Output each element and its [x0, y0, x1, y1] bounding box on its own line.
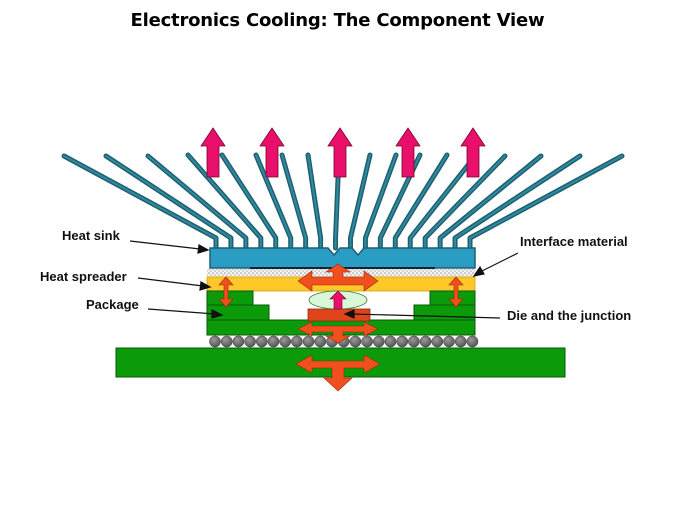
heat-flow-arrow-board	[295, 354, 381, 392]
heat-sink-fin	[334, 154, 340, 249]
leader-interface-material	[479, 252, 519, 273]
solder-ball	[372, 335, 385, 348]
solder-ball	[244, 335, 256, 348]
heat-flow-arrow-package	[297, 321, 379, 344]
heat-sink-fin	[349, 154, 371, 249]
leader-die	[351, 313, 501, 319]
label-interface-material: Interface material	[520, 234, 628, 249]
solder-ball	[396, 335, 409, 348]
heat-sink-fin	[469, 155, 623, 249]
label-heat-spreader: Heat spreader	[40, 269, 127, 284]
heat-flow-arrows	[218, 263, 464, 392]
heat-sink-fin	[394, 154, 448, 249]
solder-ball	[419, 335, 432, 348]
solder-ball	[209, 335, 221, 348]
heat-sink-fin	[379, 154, 421, 249]
solder-ball	[408, 335, 420, 348]
label-heat-sink: Heat sink	[62, 228, 121, 243]
airflow-arrow	[460, 127, 486, 178]
heat-flow-arrow-right	[448, 276, 464, 308]
solder-ball	[279, 335, 292, 348]
solder-ball	[267, 335, 280, 348]
heat-sink-fin	[424, 155, 506, 249]
slide-title: Electronics Cooling: The Component View	[130, 10, 545, 31]
heat-sink-fin	[63, 155, 217, 249]
label-die-and-junction: Die and the junction	[507, 308, 631, 323]
heat-sink-fin	[439, 155, 542, 249]
heat-sink-fin	[147, 155, 247, 249]
solder-ball	[384, 335, 397, 348]
solder-ball	[349, 335, 362, 348]
leader-package	[147, 308, 216, 315]
leader-heat-spreader	[137, 277, 204, 287]
heat-sink-fin	[187, 154, 262, 249]
solder-ball	[361, 335, 373, 348]
heat-flow-arrow-spreader	[297, 263, 379, 292]
airflow-arrows	[200, 127, 486, 178]
solder-ball	[431, 335, 444, 348]
heat-sink-fin	[221, 154, 277, 249]
heat-sink-fin	[281, 154, 307, 249]
die	[307, 308, 371, 322]
leader-heat-sink	[129, 240, 201, 250]
airflow-arrow	[327, 127, 353, 178]
heat-sink-fin	[364, 154, 397, 249]
heat-sink-fin	[255, 154, 292, 249]
solder-ball	[291, 335, 303, 348]
solder-ball	[232, 335, 245, 348]
airflow-arrow	[259, 127, 285, 178]
label-package: Package	[86, 297, 139, 312]
airflow-arrow	[200, 127, 226, 178]
heat-sink-fin	[307, 154, 322, 249]
heat-sink-fin	[454, 155, 581, 249]
heat-sink-fins	[61, 152, 625, 251]
heat-flow-arrow-left	[218, 276, 234, 308]
solder-ball	[443, 335, 455, 348]
heat-sink-fin	[105, 155, 232, 249]
heat-sink-fin	[409, 154, 477, 249]
heat-sink-base	[209, 247, 476, 269]
solder-ball	[220, 335, 233, 348]
solder-ball	[454, 335, 467, 348]
solder-ball	[302, 335, 315, 348]
solder-ball	[466, 335, 479, 348]
solder-ball	[255, 335, 268, 348]
junction-heat-arrow	[329, 290, 347, 310]
airflow-arrow	[395, 127, 421, 178]
solder-balls	[209, 335, 479, 348]
solder-ball	[314, 335, 327, 348]
